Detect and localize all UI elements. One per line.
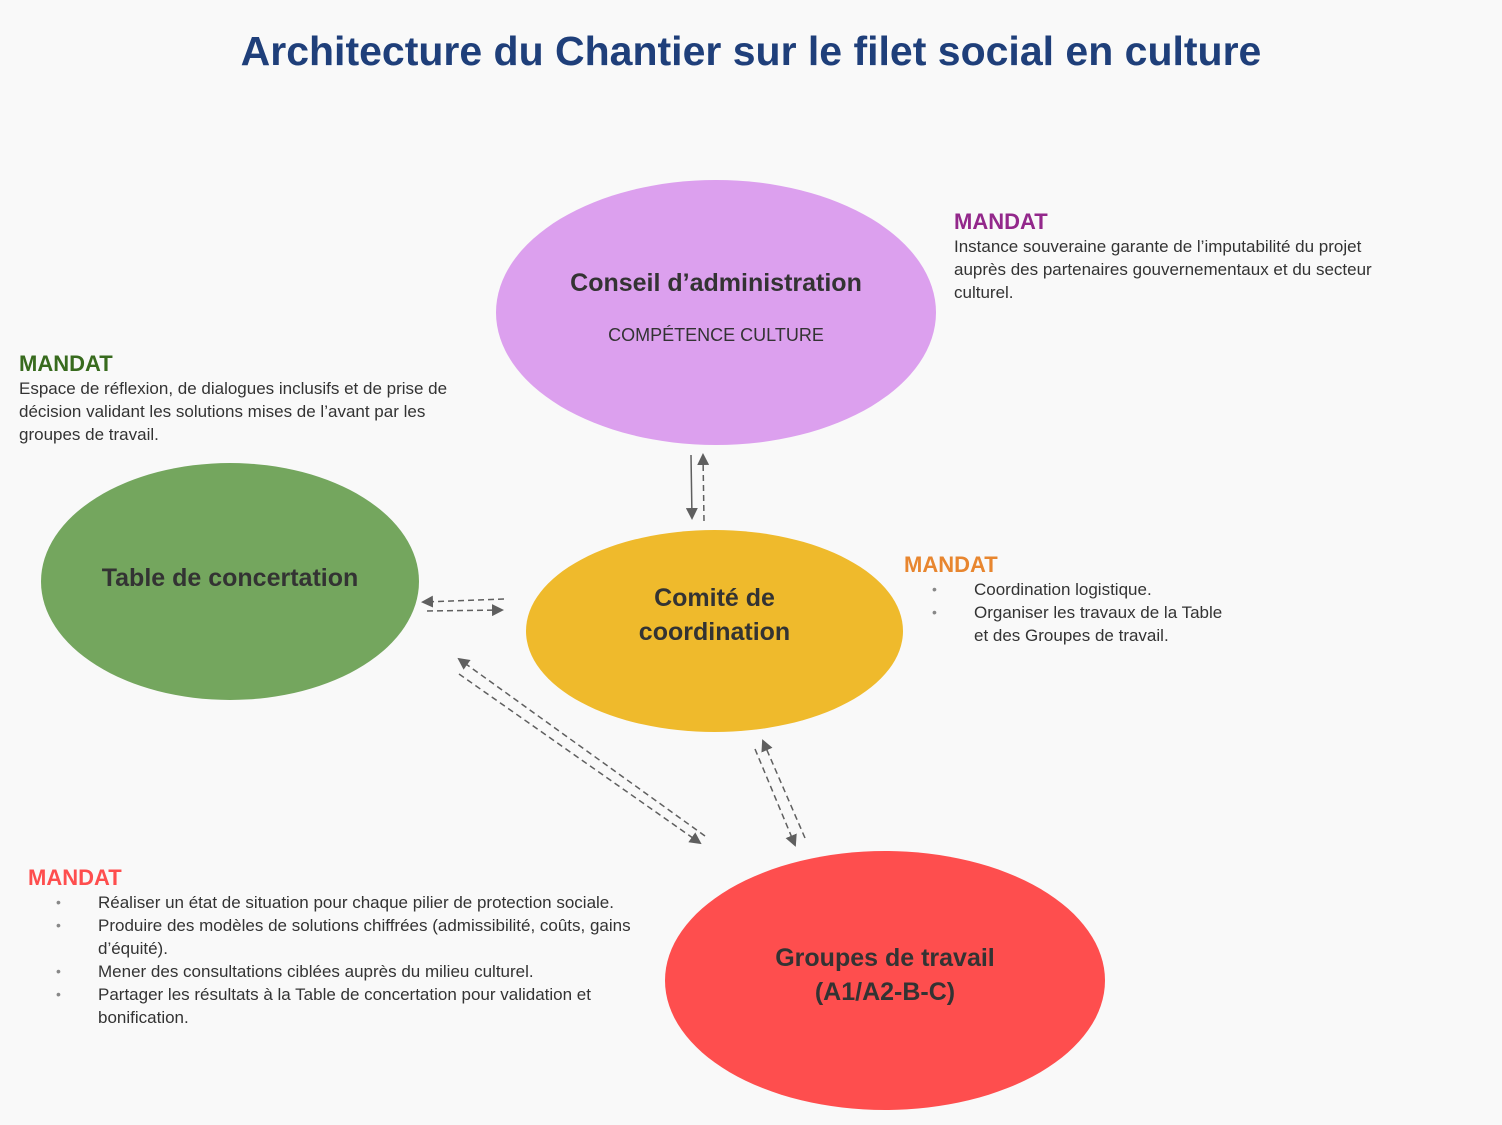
arrow-conseil-to-comite	[685, 454, 698, 520]
mandat-groupes: MANDAT Réaliser un état de situation pou…	[28, 866, 648, 1029]
node-sublabel: COMPÉTENCE CULTURE	[608, 325, 824, 346]
node-label: Comité de	[654, 584, 775, 613]
node-comite-coordination: Comité de coordination	[526, 530, 903, 732]
arrow-groupes-to-table	[457, 657, 706, 837]
mandat-title: MANDAT	[28, 865, 122, 890]
node-label: Conseil d’administration	[570, 269, 862, 298]
mandat-title: MANDAT	[904, 552, 998, 577]
mandat-item: Produire des modèles de solutions chiffr…	[28, 914, 648, 960]
mandat-item: Partager les résultats à la Table de con…	[28, 983, 648, 1029]
arrow-table-to-groupes	[458, 673, 702, 845]
mandat-comite: MANDAT Coordination logistique. Organise…	[904, 553, 1224, 647]
mandat-item: Coordination logistique.	[904, 578, 1224, 601]
mandat-conseil: MANDAT Instance souveraine garante de l’…	[954, 210, 1374, 304]
mandat-title: MANDAT	[954, 209, 1048, 234]
mandat-item: Réaliser un état de situation pour chaqu…	[28, 891, 648, 914]
mandat-item: Mener des consultations ciblées auprès d…	[28, 960, 648, 983]
arrow-comite-to-groupes	[754, 748, 797, 847]
mandat-table: MANDAT Espace de réflexion, de dialogues…	[19, 352, 484, 446]
mandat-text: Instance souveraine garante de l’imputab…	[954, 237, 1372, 302]
node-label: Table de concertation	[101, 563, 359, 592]
node-label: (A1/A2-B-C)	[814, 977, 956, 1006]
page-title: Architecture du Chantier sur le filet so…	[240, 28, 1262, 74]
arrow-comite-to-table	[421, 595, 505, 608]
node-table-concertation: Table de concertation	[41, 463, 419, 700]
arrow-groupes-to-comite	[761, 739, 806, 839]
node-label: Groupes de travail	[775, 943, 995, 972]
node-conseil-administration: Conseil d’administration COMPÉTENCE CULT…	[496, 180, 936, 445]
node-label: coordination	[638, 618, 791, 646]
arrow-table-to-comite	[426, 604, 504, 617]
mandat-text: Espace de réflexion, de dialogues inclus…	[19, 379, 448, 444]
node-groupes-travail: Groupes de travail (A1/A2-B-C)	[665, 851, 1105, 1110]
mandat-item: Organiser les travaux de la Table et des…	[904, 601, 1224, 647]
arrow-comite-to-conseil	[697, 453, 710, 522]
mandat-title: MANDAT	[19, 351, 113, 376]
